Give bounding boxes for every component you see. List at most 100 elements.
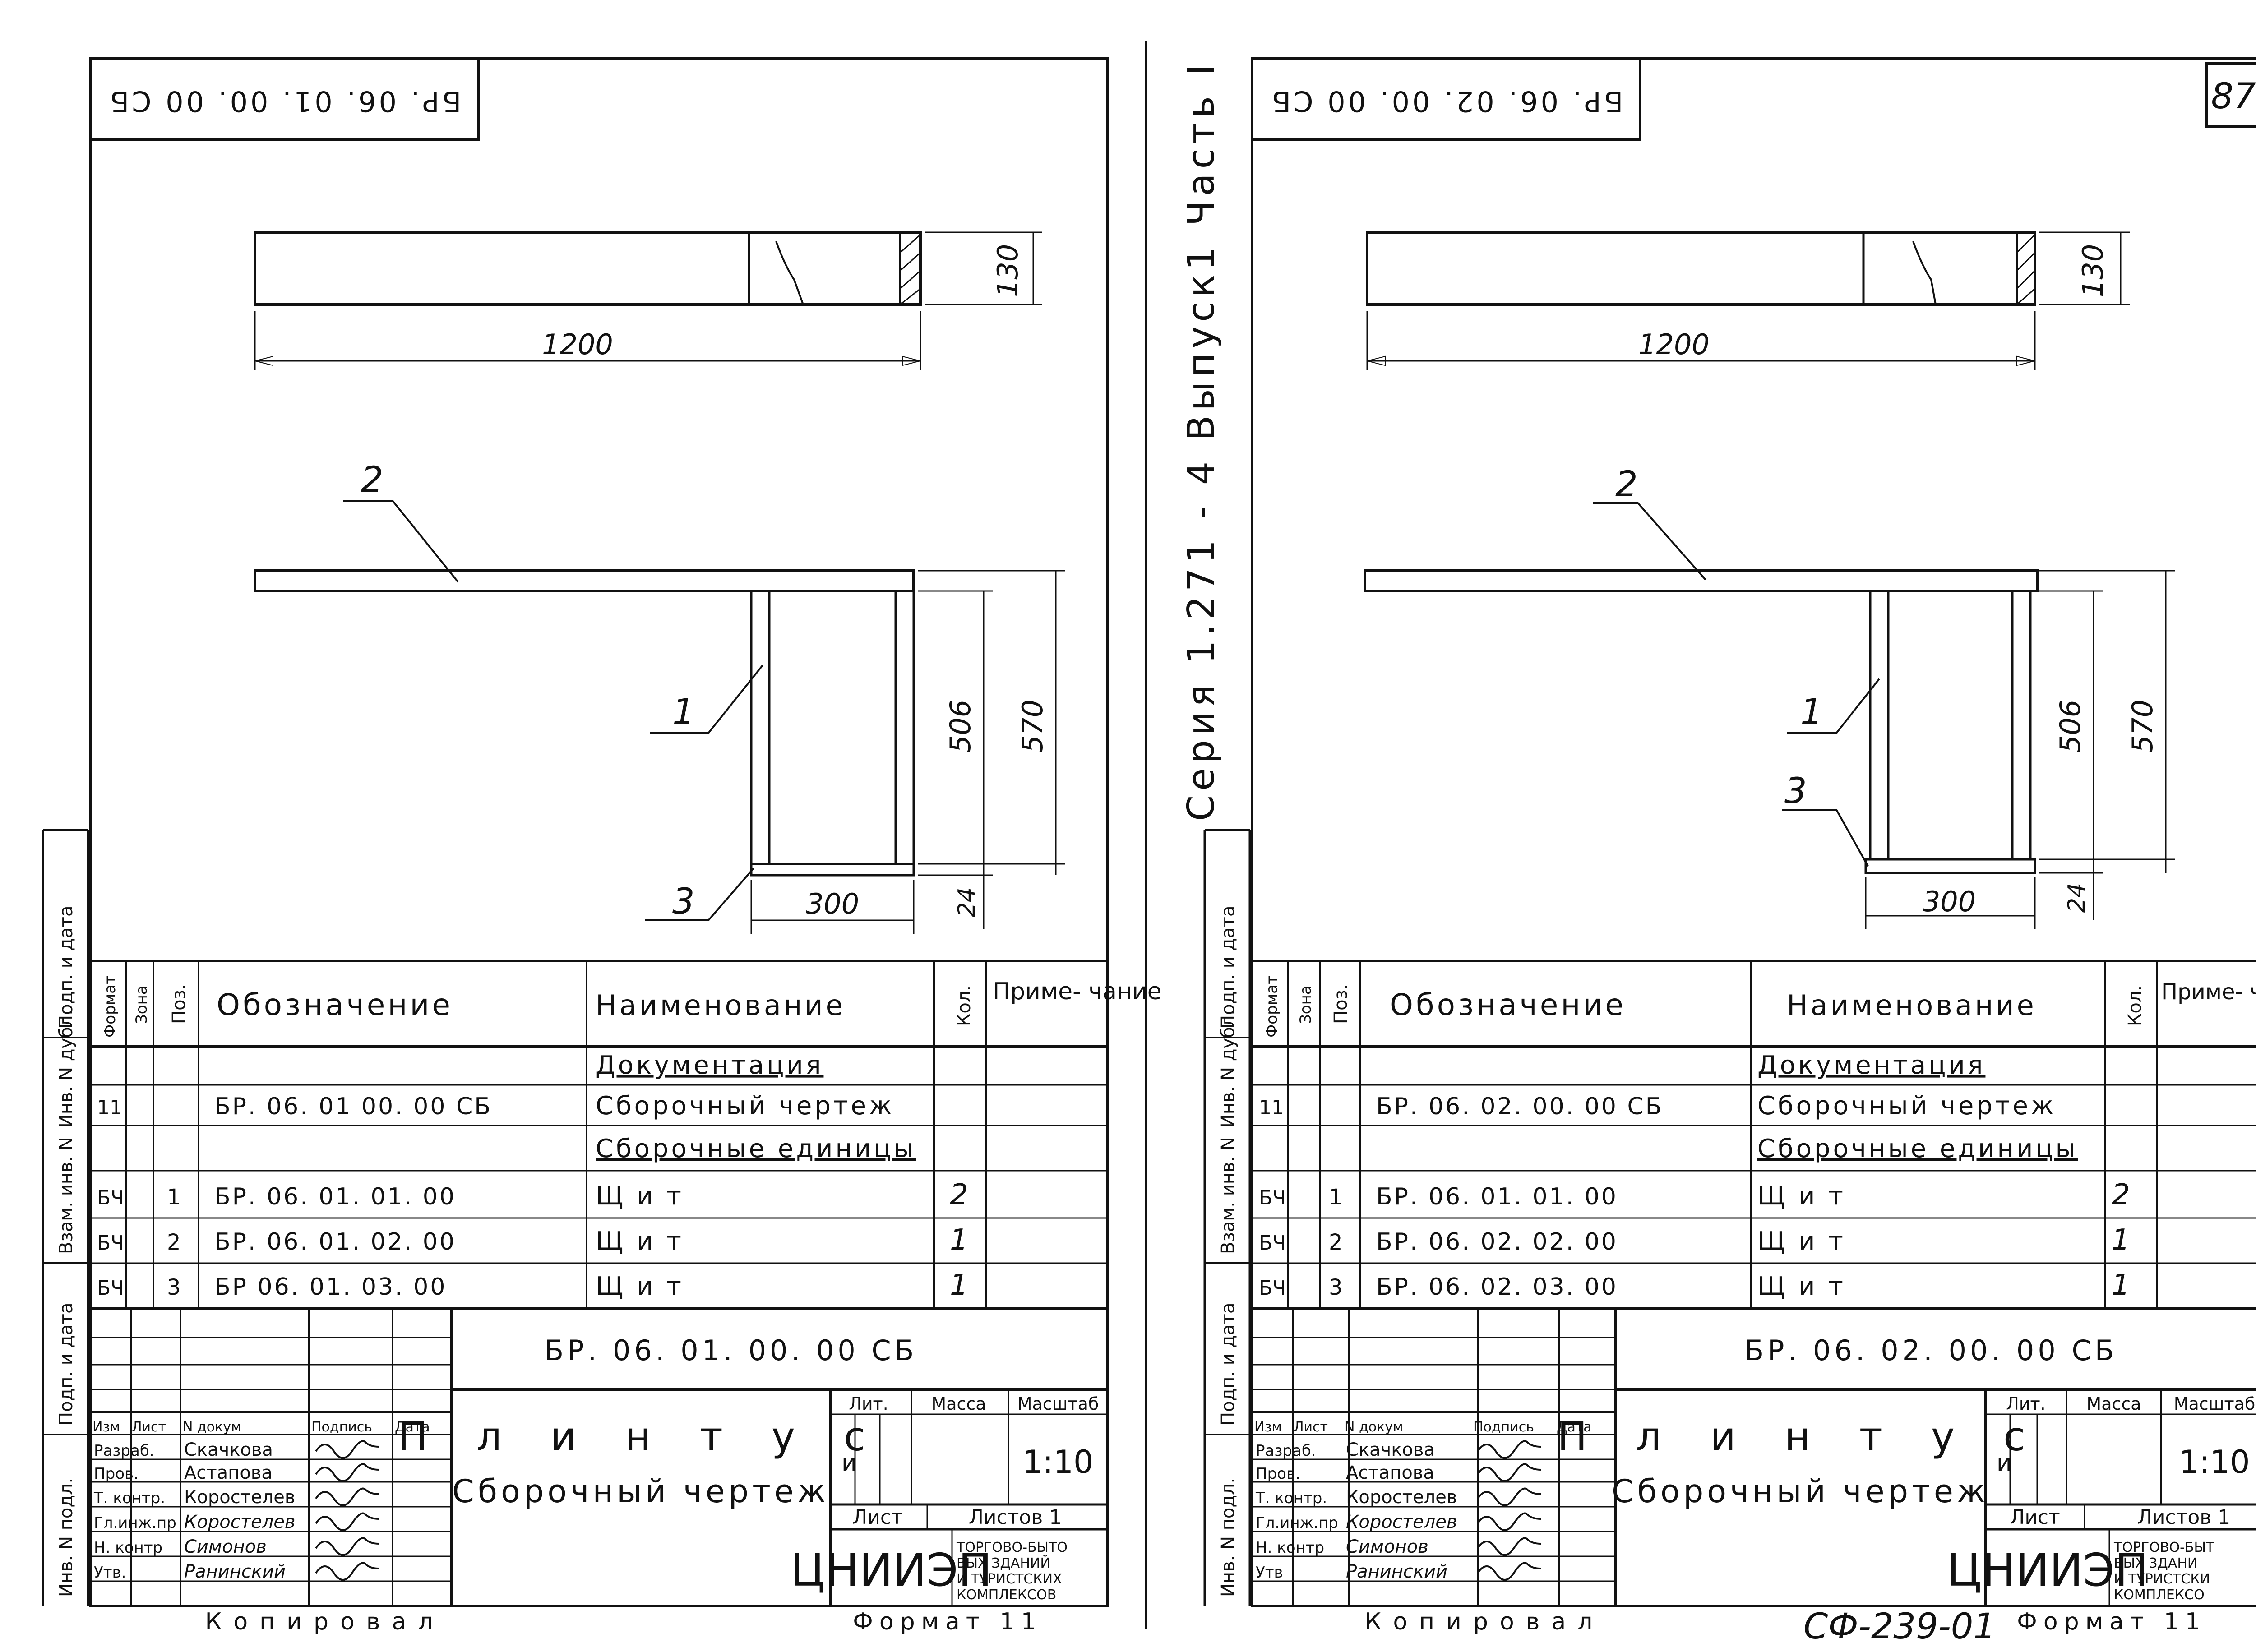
spec-designation-cell: БР. 06. 01. 01. 00: [214, 1183, 456, 1210]
tb-col-head: Изм: [1254, 1419, 1282, 1435]
svg-text:ТОРГОВО-БЫТ: ТОРГОВО-БЫТ: [2113, 1540, 2214, 1555]
tb-role: Н. контр: [1256, 1539, 1324, 1557]
spec-format-cell: 11: [1259, 1096, 1284, 1119]
signature-mark: [1477, 1512, 1541, 1531]
tb-role: Т. контр.: [93, 1489, 165, 1507]
strip2-label-5: Подп. и дата: [1218, 906, 1239, 1029]
svg-text:КОМПЛЕКСОВ: КОМПЛЕКСОВ: [957, 1587, 1056, 1603]
svg-text:И ТУРИСТСКИ: И ТУРИСТСКИ: [2114, 1571, 2210, 1587]
spec-pos-cell: 3: [1329, 1275, 1343, 1300]
tb-col-head: Лист: [1294, 1419, 1328, 1435]
tb-title-2: Сборочный чертеж: [452, 1473, 829, 1510]
tb-person-name: Коростелев: [1346, 1487, 1457, 1508]
spec-name-cell: Щ и т: [596, 1181, 684, 1211]
tb-col-head: Дата: [395, 1419, 430, 1435]
tb-role: Т. контр.: [1255, 1489, 1327, 1507]
corner-code: БР. 06. 02. 00. 00 СБ: [1269, 85, 1623, 118]
tb-lit-label: Лит.: [849, 1394, 888, 1414]
spec-designation-cell: БР. 06. 01. 01. 00: [1376, 1183, 1618, 1210]
signature-mark: [1477, 1440, 1541, 1459]
tb-scale-value: 1:10: [2179, 1444, 2250, 1481]
spec-table: [1252, 960, 2256, 1310]
spec-name-cell: Щ и т: [1757, 1227, 1846, 1256]
corner-stamp: [89, 57, 480, 141]
signature-mark: [315, 1562, 379, 1581]
tb-role: Утв.: [94, 1564, 126, 1582]
tb-org: ЦНИИЭП: [790, 1544, 992, 1597]
tb-scale-label: Масштаб: [1017, 1394, 1099, 1414]
signature-mark: [315, 1440, 379, 1459]
spec-name-cell: Щ и т: [1757, 1272, 1846, 1301]
tb-role: Пров.: [94, 1465, 139, 1483]
spec-pos-cell: 3: [167, 1275, 181, 1300]
spec-name-cell: Сборочные единицы: [1757, 1134, 2078, 1163]
dim-total-height: 570: [2126, 700, 2159, 753]
tb-col-head: Лист: [132, 1419, 166, 1435]
hdr-format: Формат: [101, 975, 119, 1038]
sheet-frame: [89, 57, 1109, 1607]
tb-title-1: П л и н т у с: [1558, 1413, 2043, 1460]
dim-width: 300: [1923, 885, 1976, 918]
footer-left: Копировал: [1364, 1608, 1604, 1635]
dim-length: 1200: [1638, 328, 1710, 361]
tb-person-name: Симонов: [184, 1537, 267, 1557]
signature-mark: [315, 1537, 379, 1556]
tb-role: Разраб.: [94, 1442, 154, 1460]
spec-pos-cell: 1: [167, 1185, 181, 1210]
spec-name-cell: Документация: [596, 1051, 823, 1080]
hdr-zone: Зона: [133, 985, 151, 1024]
tb-col-head: Изм: [92, 1419, 120, 1435]
tb-sheets-label: Листов 1: [969, 1506, 1062, 1529]
tb-person-name: Астапова: [184, 1463, 273, 1483]
corner-stamp: [1251, 57, 1641, 141]
tb-lit-value: и: [841, 1449, 857, 1477]
svg-text:ВЫХ ЗДАНИ: ВЫХ ЗДАНИ: [2114, 1555, 2197, 1571]
page-number: 87: [2211, 76, 2256, 117]
tb-role: Гл.инж.пр: [94, 1514, 176, 1532]
dim-inner-height: 506: [944, 700, 977, 753]
spec-designation-cell: БР. 06. 01 00. 00 СБ: [214, 1093, 492, 1120]
sheet-right: БР. 06. 02. 00. 00 СБ 1200 130: [1251, 57, 2256, 1635]
callout-1: 1: [1800, 692, 1823, 733]
top-view: [254, 231, 1042, 370]
svg-text:ТОРГОВО-БЫТО: ТОРГОВО-БЫТО: [956, 1540, 1068, 1555]
signature-mark: [1477, 1562, 1541, 1581]
spec-name-cell: Сборочные единицы: [596, 1134, 916, 1163]
corner-code: БР. 06. 01. 00. 00 СБ: [107, 85, 462, 118]
tb-person-name: Астапова: [1346, 1463, 1434, 1483]
dim-base: 24: [2063, 883, 2090, 913]
tb-person-name: Ранинский: [1346, 1561, 1447, 1582]
tb-scale-value: 1:10: [1022, 1444, 1093, 1481]
strip2-label-2: Подп. и дата: [1218, 1303, 1239, 1426]
spec-designation-cell: БР 06. 01. 03. 00: [214, 1274, 447, 1301]
spec-pos-cell: 2: [1329, 1230, 1343, 1255]
tb-col-head: Подпись: [311, 1419, 372, 1435]
hdr-zone: Зона: [1297, 985, 1315, 1024]
right-binding-strip: [1203, 829, 1251, 1606]
tb-col-head: Подпись: [1473, 1419, 1534, 1435]
tb-col-head: Дата: [1557, 1419, 1592, 1435]
spec-format-cell: БЧ: [97, 1277, 124, 1300]
hdr-pos: Поз.: [1331, 984, 1351, 1024]
left-binding-strip: [42, 829, 89, 1606]
tb-col-head: N докум: [183, 1419, 241, 1435]
hdr-name: Наименование: [1787, 989, 2037, 1022]
tb-role: Пров.: [1256, 1465, 1300, 1483]
tb-role: Н. контр: [94, 1539, 162, 1557]
page-number-box: [2205, 62, 2256, 128]
strip-label-4: Инв. N дубл.: [56, 1010, 77, 1128]
tb-org-desc: ТОРГОВО-БЫТО ВЫХ ЗДАНИЙ И ТУРИСТСКИХ КОМ…: [956, 1540, 1068, 1603]
tb-org: ЦНИИЭП: [1946, 1544, 2148, 1597]
tb-person-name: Коростелев: [184, 1512, 295, 1532]
tb-scale-label: Масштаб: [2174, 1394, 2256, 1414]
tb-org-desc: ТОРГОВО-БЫТ ВЫХ ЗДАНИ И ТУРИСТСКИ КОМПЛЕ…: [2113, 1540, 2214, 1603]
dim-height-top: 130: [991, 244, 1024, 297]
hdr-format: Формат: [1263, 975, 1281, 1038]
strip-label-3: Взам. инв. N: [56, 1137, 77, 1254]
tb-sheet-label: Лист: [852, 1506, 903, 1529]
tb-lit-value: и: [1997, 1449, 2012, 1477]
strip2-label-4: Инв. N дубл.: [1218, 1010, 1239, 1128]
top-view: [1366, 231, 2130, 370]
